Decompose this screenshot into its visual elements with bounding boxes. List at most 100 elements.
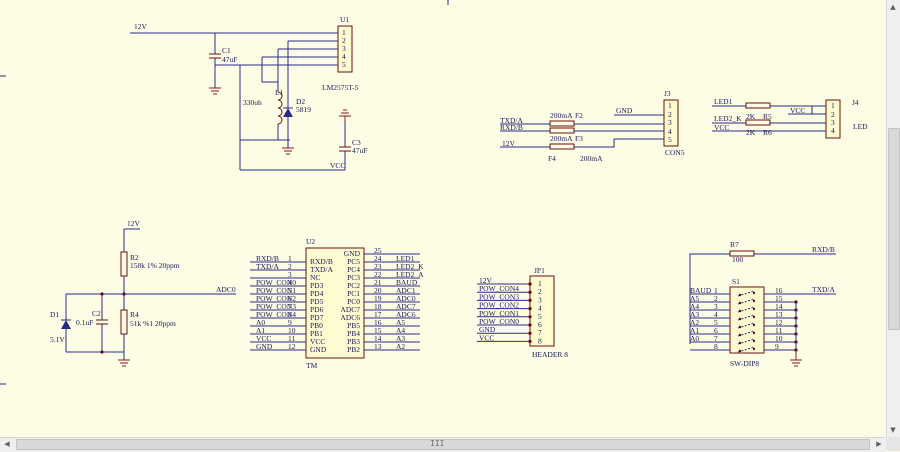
r7-resistor — [729, 250, 755, 257]
u2-pin-number: 11 — [288, 334, 295, 343]
u2-value: TM — [306, 361, 318, 370]
u2-pin-number: 21 — [374, 278, 382, 287]
j4-pin-4: 4 — [831, 126, 835, 135]
u2-pin-name: PB0 — [310, 321, 323, 330]
j3-net-12v: 12V — [502, 139, 516, 148]
c2-ref: C2 — [92, 309, 101, 318]
jp1-net-label: GND — [479, 325, 496, 334]
r2-ref: R2 — [130, 253, 139, 262]
j4-net-led2: LED2_K — [714, 114, 742, 123]
r2-resistor — [120, 251, 128, 277]
u2-net-label: A2 — [396, 342, 405, 351]
r2-value: 158k 1% 20ppm — [130, 261, 180, 270]
u2-net-label: A5 — [396, 318, 405, 327]
u2-pin-number: 12 — [288, 342, 296, 351]
adc-net-adc0: ADC0 — [216, 285, 236, 294]
dip-contact — [752, 331, 756, 335]
ground-symbol — [118, 359, 130, 367]
u2-pin-number: 15 — [374, 326, 382, 335]
dip-contact — [752, 307, 756, 311]
sheet-border — [0, 0, 449, 385]
d2-symbol — [283, 108, 293, 117]
j4-net-vcc-out: VCC — [790, 106, 805, 115]
u2-pin-name: PB5 — [347, 321, 360, 330]
c3-value: 47uF — [352, 146, 367, 155]
scroll-left-arrow-icon[interactable]: ◀ — [4, 440, 10, 448]
jp1-pin-number: 6 — [538, 320, 542, 329]
ground-symbol — [282, 147, 294, 155]
r5-resistor — [745, 102, 771, 109]
l1-value: 330uh — [243, 98, 262, 107]
c2-value: 0.1uF — [76, 318, 93, 327]
c3-ref: C3 — [352, 138, 361, 147]
vcc-output-label: VCC — [330, 161, 345, 170]
f3-value: 200mA — [550, 134, 573, 143]
dip-contact — [752, 347, 756, 351]
u2-pin-name: PD7 — [310, 313, 324, 322]
u2-net-label: POW_CON1 — [256, 286, 296, 295]
r6-value: 2K — [746, 128, 756, 137]
j3-net-gnd: GND — [616, 106, 633, 115]
scroll-up-arrow-icon[interactable]: ▲ — [890, 3, 896, 11]
f4-ref: F4 — [548, 154, 556, 163]
j3-body — [663, 99, 679, 147]
d1-value: 5.1V — [50, 335, 65, 344]
u2-pin-name: PB3 — [347, 337, 360, 346]
schematic-canvas: 12V U1 LM2575T-5 1 2 3 4 5 C1 47uF L1 33… — [0, 0, 868, 385]
u2-pin-number: 9 — [288, 318, 292, 327]
scrollbar-corner — [886, 437, 900, 451]
vertical-scroll-thumb[interactable] — [888, 128, 900, 330]
u2-pin-number: 20 — [374, 286, 382, 295]
r7-net-rxd: RXD/B — [812, 245, 835, 254]
u1-pin-3: 3 — [342, 44, 346, 53]
u2-pin-number: 25 — [374, 246, 382, 255]
adc-divider-section: 12V R2 158k 1% 20ppm ADC0 R4 51k %1 20pp… — [50, 219, 236, 367]
f3-ref: F3 — [575, 134, 583, 143]
j4-pin-3: 3 — [831, 118, 835, 127]
s1-net-label: A1 — [690, 326, 699, 335]
dip-switch-lever — [737, 322, 755, 329]
s1-pin-number: 11 — [775, 326, 782, 335]
j3-ref: J3 — [664, 89, 671, 98]
u2-pin-name: ADC7 — [340, 305, 360, 314]
scroll-down-arrow-icon[interactable]: ▼ — [890, 426, 896, 434]
u2-pin-number: 10 — [288, 326, 296, 335]
u2-net-label: LED1 — [396, 254, 415, 263]
dip-contact — [752, 315, 756, 319]
dip-switch-lever — [737, 290, 755, 297]
u2-pin-number: 13 — [374, 342, 382, 351]
l1-ref: L1 — [275, 88, 284, 97]
u2-pin-name: GND — [344, 249, 361, 258]
s1-net-txd: TXD/A — [812, 285, 835, 294]
dip-contact — [738, 349, 742, 353]
jp1-net-label: POW_CON2 — [479, 301, 519, 310]
scroll-right-arrow-icon[interactable]: ▶ — [876, 440, 882, 448]
u2-pin-name: PD6 — [310, 305, 324, 314]
jp1-pin-number: 3 — [538, 295, 542, 304]
u2-net-label: A1 — [256, 326, 265, 335]
s1-pin-number: 12 — [775, 318, 783, 327]
dip-switch-lever — [737, 346, 755, 353]
s1-pin-number: 7 — [714, 334, 718, 343]
j3-net-rxd: RXD/B — [500, 123, 523, 132]
d2-value: 5819 — [296, 105, 311, 114]
u2-pin-number: 4 — [288, 278, 292, 287]
j4-net-led1: LED1 — [714, 97, 733, 106]
j3-net-txd: TXD/A — [500, 116, 523, 125]
u2-pin-name: PB4 — [347, 329, 360, 338]
u2-net-label: POW_CON0 — [256, 278, 296, 287]
u2-pin-number: 1 — [288, 254, 292, 263]
s1-pin-number: 8 — [714, 342, 718, 351]
s1-pin-number: 1 — [714, 286, 718, 295]
c1-ref: C1 — [222, 46, 231, 55]
s1-pin-number: 14 — [775, 302, 783, 311]
u2-net-label: RXD/B — [256, 254, 279, 263]
u2-pin-number: 17 — [374, 310, 382, 319]
u2-pin-number: 14 — [374, 334, 382, 343]
dip-switch-lever — [737, 330, 755, 337]
horizontal-scroll-thumb[interactable] — [16, 439, 870, 450]
